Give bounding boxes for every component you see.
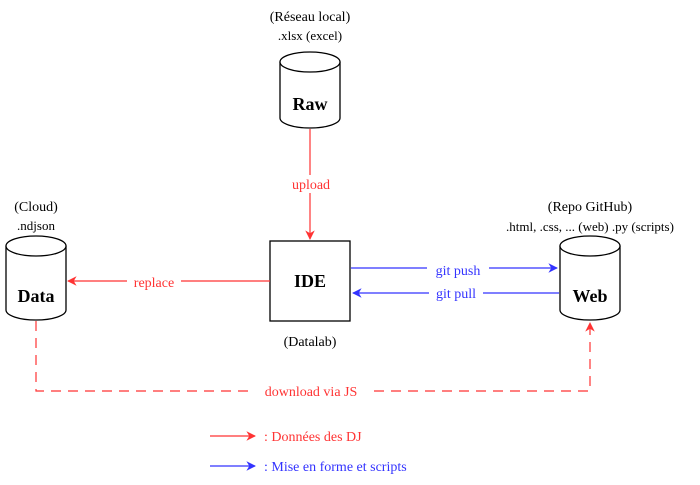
edge-replace-label: replace xyxy=(134,276,174,291)
web-subcaption: .html, .css, ... (web) .py (scripts) xyxy=(506,219,674,234)
edge-replace-label-bg xyxy=(127,273,181,290)
node-ide: IDE (Datalab) xyxy=(269,240,351,350)
ide-box xyxy=(269,240,351,322)
data-subcaption: .ndjson xyxy=(17,218,55,233)
web-title: Web xyxy=(572,286,607,306)
legend-blue-label: : Mise en forme et scripts xyxy=(264,460,407,475)
ide-caption: (Datalab) xyxy=(284,335,337,350)
ide-title: IDE xyxy=(294,271,326,291)
web-cylinder-top xyxy=(559,235,621,257)
legend-red-label: : Données des DJ xyxy=(264,430,362,445)
web-cylinder-body xyxy=(559,246,621,321)
raw-cylinder-top xyxy=(279,51,341,73)
web-caption: (Repo GitHub) xyxy=(548,200,633,215)
data-caption: (Cloud) xyxy=(14,200,58,215)
edge-download-label-bg xyxy=(254,383,368,400)
edge-git-pull-label: git pull xyxy=(436,287,476,302)
data-cylinder-body xyxy=(5,246,67,321)
data-cylinder-top xyxy=(5,235,67,257)
edge-download xyxy=(35,321,595,392)
edge-git-pull-label-bg xyxy=(429,286,483,302)
edge-upload-label: upload xyxy=(292,178,330,193)
edge-git-push-label-bg xyxy=(427,261,489,278)
raw-cylinder-body xyxy=(279,62,341,129)
node-web: Web (Repo GitHub) .html, .css, ... (web)… xyxy=(506,200,674,321)
node-data: Data (Cloud) .ndjson xyxy=(5,200,67,321)
raw-subcaption: .xlsx (excel) xyxy=(278,28,342,43)
data-title: Data xyxy=(18,286,55,306)
legend: : Données des DJ : Mise en forme et scri… xyxy=(210,430,407,475)
edge-git-push-label: git push xyxy=(436,264,481,279)
edge-upload-label-bg xyxy=(286,175,334,193)
node-raw: Raw (Réseau local) .xlsx (excel) xyxy=(270,10,351,129)
edge-download-label: download via JS xyxy=(265,385,358,400)
raw-title: Raw xyxy=(293,94,328,114)
raw-caption: (Réseau local) xyxy=(270,10,351,25)
